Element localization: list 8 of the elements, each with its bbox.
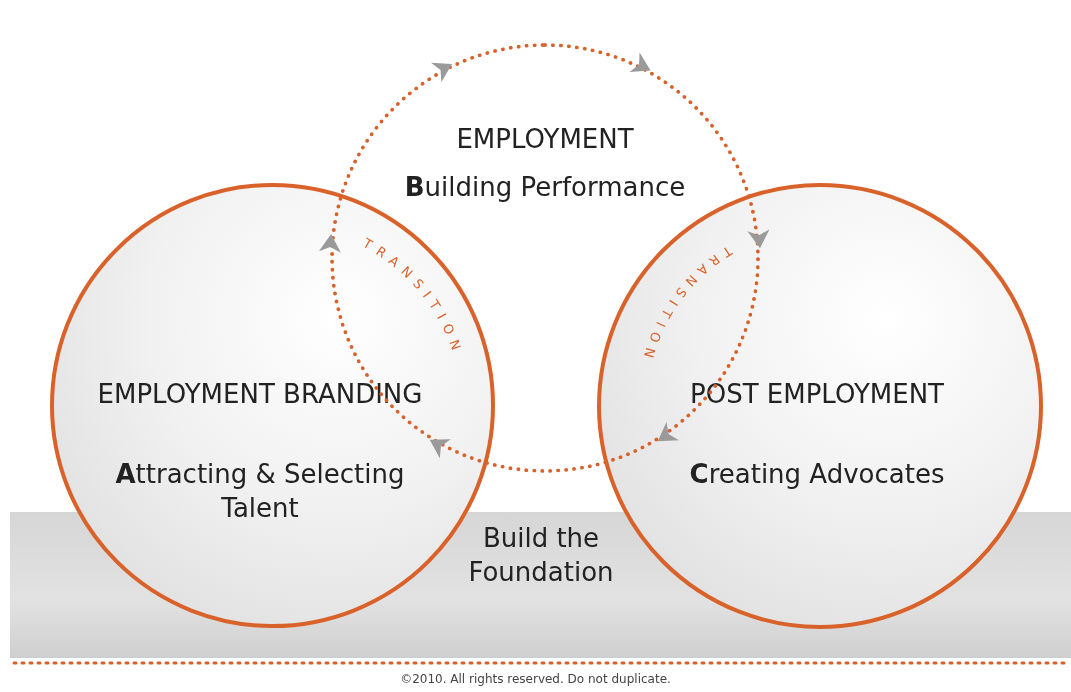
copyright-note: ©2010. All rights reserved. Do not duplicate. (399, 672, 672, 686)
stage-description: Creating Advocates (688, 458, 946, 491)
foundation-text: Build the Foundation (467, 522, 615, 589)
stage-description: Building Performance (403, 171, 687, 204)
stage-description: Attracting & Selecting Talent (114, 458, 406, 525)
stage-heading: EMPLOYMENT (455, 123, 635, 156)
stage-heading: EMPLOYMENT BRANDING (96, 378, 424, 411)
stage-heading: POST EMPLOYMENT (689, 378, 945, 411)
